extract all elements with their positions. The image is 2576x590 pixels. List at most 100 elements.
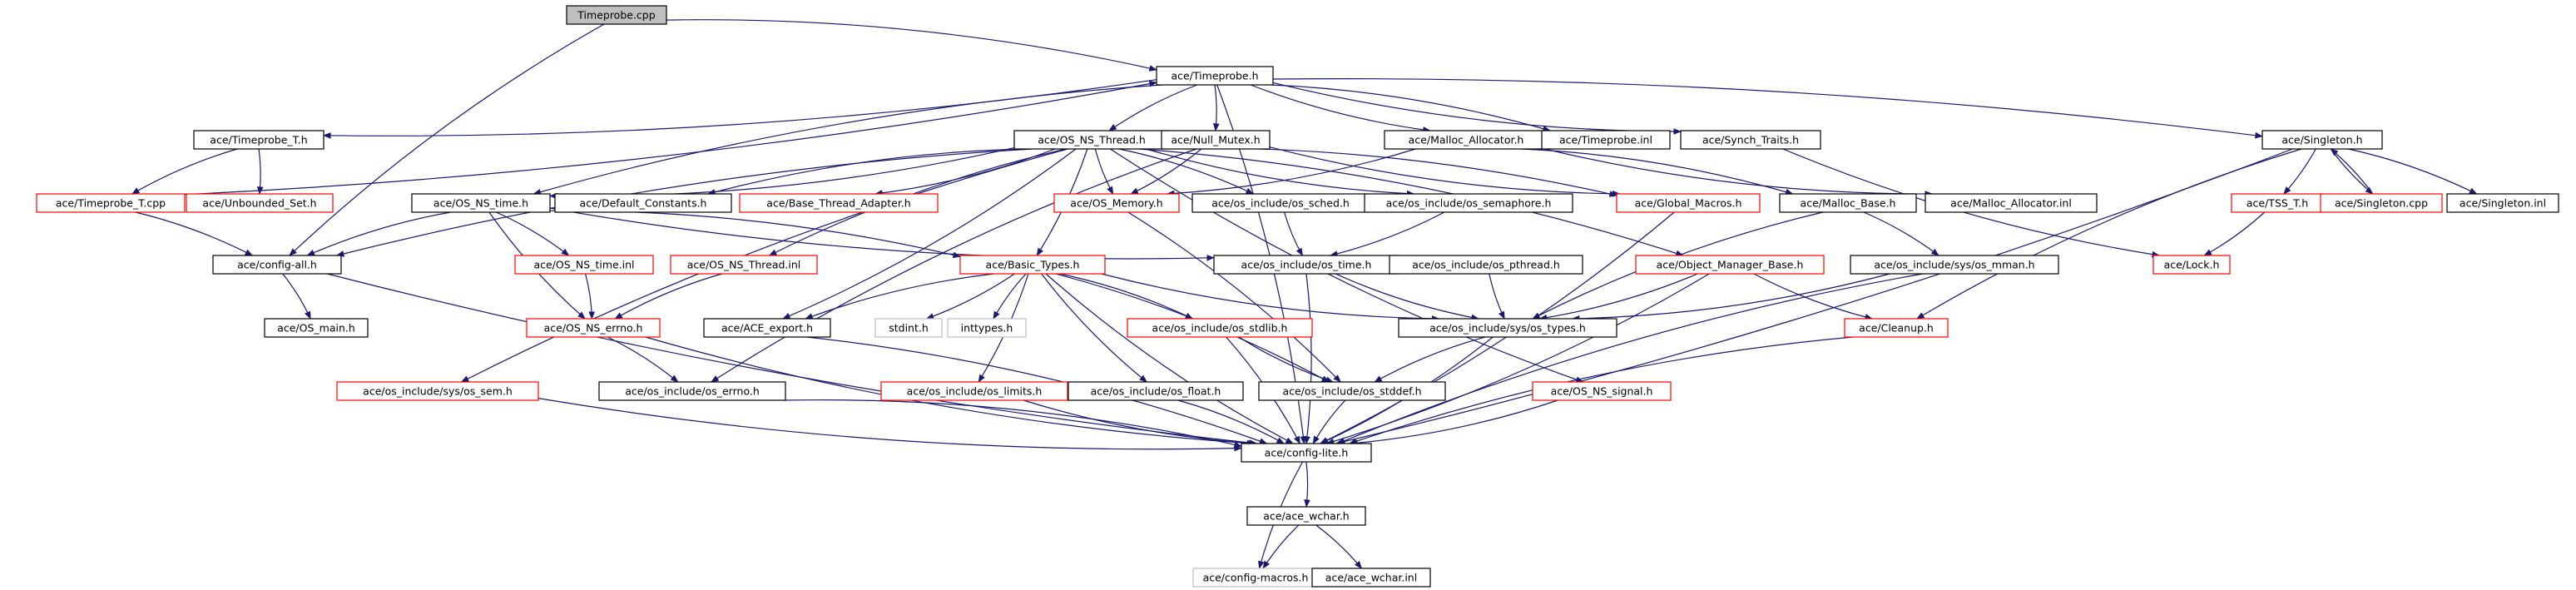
node-os-errno-h[interactable]: ace/os_include/os_errno.h: [598, 381, 786, 401]
edge-null-mutex-h-to-global-macros-h: [1269, 146, 1621, 197]
node-singleton-cpp[interactable]: ace/Singleton.cpp: [2320, 193, 2443, 213]
edge-os-ns-thread-h-to-os-semaphore-h: [1146, 148, 1415, 197]
node-os-time-h[interactable]: ace/os_include/os_time.h: [1213, 255, 1399, 275]
node-os-stddef-h[interactable]: ace/os_include/os_stddef.h: [1258, 381, 1446, 401]
node-label: ace/ACE_export.h: [721, 322, 813, 335]
edge-config-all-h-to-config-lite-h: [327, 273, 1257, 446]
node-stdint-h[interactable]: stdint.h: [874, 318, 943, 338]
node-box: [193, 130, 324, 150]
node-timeprobe-h[interactable]: ace/Timeprobe.h: [1156, 66, 1274, 86]
node-label: ace/os_include/os_stdlib.h: [1152, 322, 1288, 335]
node-unbounded-set-h[interactable]: ace/Unbounded_Set.h: [186, 193, 334, 213]
edge-config-all-h-to-os-main-h: [282, 273, 311, 320]
edge-singleton-h-to-singleton-inl: [2348, 148, 2478, 195]
node-os-types-h[interactable]: ace/os_include/sys/os_types.h: [1398, 318, 1617, 338]
edge-singleton-h-to-cleanup-h: [1916, 148, 2302, 320]
edge-timeprobe-h-to-os-ns-thread-h: [1108, 84, 1198, 131]
edge-basic-types-h-to-inttypes-h: [993, 273, 1027, 320]
node-basic-types-h[interactable]: ace/Basic_Types.h: [959, 255, 1106, 275]
node-label: ace/Null_Mutex.h: [1171, 134, 1260, 146]
node-os-sem-h[interactable]: ace/os_include/sys/os_sem.h: [336, 381, 539, 401]
node-os-memory-h[interactable]: ace/OS_Memory.h: [1053, 193, 1180, 213]
node-os-stdlib-h[interactable]: ace/os_include/os_stdlib.h: [1127, 318, 1313, 338]
node-os-semaphore-h[interactable]: ace/os_include/os_semaphore.h: [1364, 193, 1573, 213]
edge-basic-types-h-to-ace-export-h: [805, 273, 994, 320]
node-label: ace/Malloc_Allocator.inl: [1950, 197, 2072, 210]
node-os-ns-thread-h[interactable]: ace/OS_NS_Thread.h: [1013, 130, 1170, 150]
node-box: [1156, 66, 1274, 86]
node-label: ace/Timeprobe_T.cpp: [56, 197, 166, 210]
edge-os-ns-time-h-to-config-all-h: [306, 211, 451, 256]
node-box: [1053, 193, 1180, 213]
node-label: ace/os_include/os_time.h: [1241, 259, 1372, 271]
node-label: ace/Unbounded_Set.h: [202, 197, 316, 210]
node-default-constants-h[interactable]: ace/Default_Constants.h: [554, 193, 732, 213]
node-timeprobe-inl[interactable]: ace/Timeprobe.inl: [1541, 130, 1671, 150]
node-singleton-h[interactable]: ace/Singleton.h: [2261, 130, 2383, 150]
node-ace-wchar-h[interactable]: ace/ace_wchar.h: [1246, 506, 1366, 526]
node-malloc-allocator-h[interactable]: ace/Malloc_Allocator.h: [1384, 130, 1548, 150]
node-tss-t-h[interactable]: ace/TSS_T.h: [2231, 193, 2324, 213]
node-label: ace/OS_NS_time.inl: [533, 259, 634, 271]
node-config-all-h[interactable]: ace/config-all.h: [212, 255, 342, 275]
node-box: [598, 381, 786, 401]
node-os-ns-thread-inl[interactable]: ace/OS_NS_Thread.inl: [670, 255, 818, 275]
node-timeprobe-t-h[interactable]: ace/Timeprobe_T.h: [193, 130, 324, 150]
node-os-pthread-h[interactable]: ace/os_include/os_pthread.h: [1389, 255, 1583, 275]
node-box: [2320, 193, 2443, 213]
edge-os-ns-errno-h-to-config-lite-h: [645, 336, 1256, 447]
node-box: [186, 193, 334, 213]
node-ace-export-h[interactable]: ace/ACE_export.h: [703, 318, 831, 338]
edge-os-sem-h-to-config-lite-h: [537, 398, 1242, 452]
node-cleanup-h[interactable]: ace/Cleanup.h: [1844, 318, 1949, 338]
edge-singleton-h-to-tss-t-h: [2283, 148, 2316, 195]
node-inttypes-h[interactable]: inttypes.h: [947, 318, 1027, 338]
node-os-mman-h[interactable]: ace/os_include/sys/os_mman.h: [1850, 255, 2059, 275]
edge-null-mutex-h-to-os-memory-h: [1130, 148, 1202, 195]
node-os-ns-time-inl[interactable]: ace/OS_NS_time.inl: [514, 255, 654, 275]
node-box: [959, 255, 1106, 275]
node-label: ace/Synch_Traits.h: [1702, 134, 1799, 146]
node-os-float-h[interactable]: ace/os_include/os_float.h: [1068, 381, 1244, 401]
node-os-ns-errno-h[interactable]: ace/OS_NS_errno.h: [526, 318, 661, 338]
node-global-macros-h[interactable]: ace/Global_Macros.h: [1616, 193, 1761, 213]
node-box: [1246, 506, 1366, 526]
node-os-main-h[interactable]: ace/OS_main.h: [264, 318, 369, 338]
edge-os-mman-h-to-config-lite-h: [1337, 273, 1924, 444]
edge-malloc-allocator-h-to-os-memory-h: [1166, 148, 1416, 197]
node-config-macros-h[interactable]: ace/config-macros.h: [1192, 568, 1319, 588]
node-box: [1844, 318, 1949, 338]
node-singleton-inl[interactable]: ace/Singleton.inl: [2446, 193, 2559, 213]
node-object-manager-base-h[interactable]: ace/Object_Manager_Base.h: [1635, 255, 1825, 275]
node-box: [1241, 443, 1372, 463]
node-os-sched-h[interactable]: ace/os_include/os_sched.h: [1191, 193, 1370, 213]
node-lock-h[interactable]: ace/Lock.h: [2152, 255, 2231, 275]
node-malloc-allocator-inl[interactable]: ace/Malloc_Allocator.inl: [1925, 193, 2098, 213]
edge-basic-types-h-to-os-types-h: [1101, 273, 1440, 322]
node-malloc-base-h[interactable]: ace/Malloc_Base.h: [1779, 193, 1917, 213]
node-label: ace/OS_main.h: [277, 322, 355, 335]
edge-os-ns-thread-h-to-object-manager-base-h: [1138, 148, 1684, 256]
node-os-ns-time-h[interactable]: ace/OS_NS_time.h: [411, 193, 551, 213]
node-os-limits-h[interactable]: ace/os_include/os_limits.h: [880, 381, 1068, 401]
node-base-thread-adapter-h[interactable]: ace/Base_Thread_Adapter.h: [739, 193, 939, 213]
node-synch-traits-h[interactable]: ace/Synch_Traits.h: [1680, 130, 1821, 150]
node-label: ace/Basic_Types.h: [986, 259, 1080, 271]
edge-singleton-h-to-singleton-cpp: [2330, 148, 2374, 195]
node-box: [1541, 130, 1671, 150]
node-timeprobe-t-cpp[interactable]: ace/Timeprobe_T.cpp: [36, 193, 186, 213]
edge-os-time-h-to-config-lite-h: [1304, 273, 1312, 444]
node-label: ace/Lock.h: [2164, 259, 2220, 271]
node-null-mutex-h[interactable]: ace/Null_Mutex.h: [1161, 130, 1271, 150]
edge-timeprobe-h-to-os-ns-time-h: [533, 84, 1162, 196]
node-label: ace/os_include/os_limits.h: [907, 385, 1043, 398]
edge-os-time-h-to-os-types-h: [1335, 273, 1479, 321]
node-os-ns-signal-h[interactable]: ace/OS_NS_signal.h: [1532, 381, 1672, 401]
edge-os-mman-h-to-os-types-h: [1571, 273, 1890, 322]
node-config-lite-h[interactable]: ace/config-lite.h: [1241, 443, 1372, 463]
node-ace-wchar-inl[interactable]: ace/ace_wchar.inl: [1311, 568, 1431, 588]
node-label: ace/Cleanup.h: [1859, 322, 1934, 335]
node-timeprobe-cpp[interactable]: Timeprobe.cpp: [566, 5, 667, 25]
node-label: ace/Object_Manager_Base.h: [1657, 259, 1804, 271]
node-label: ace/os_include/os_semaphore.h: [1386, 197, 1552, 210]
